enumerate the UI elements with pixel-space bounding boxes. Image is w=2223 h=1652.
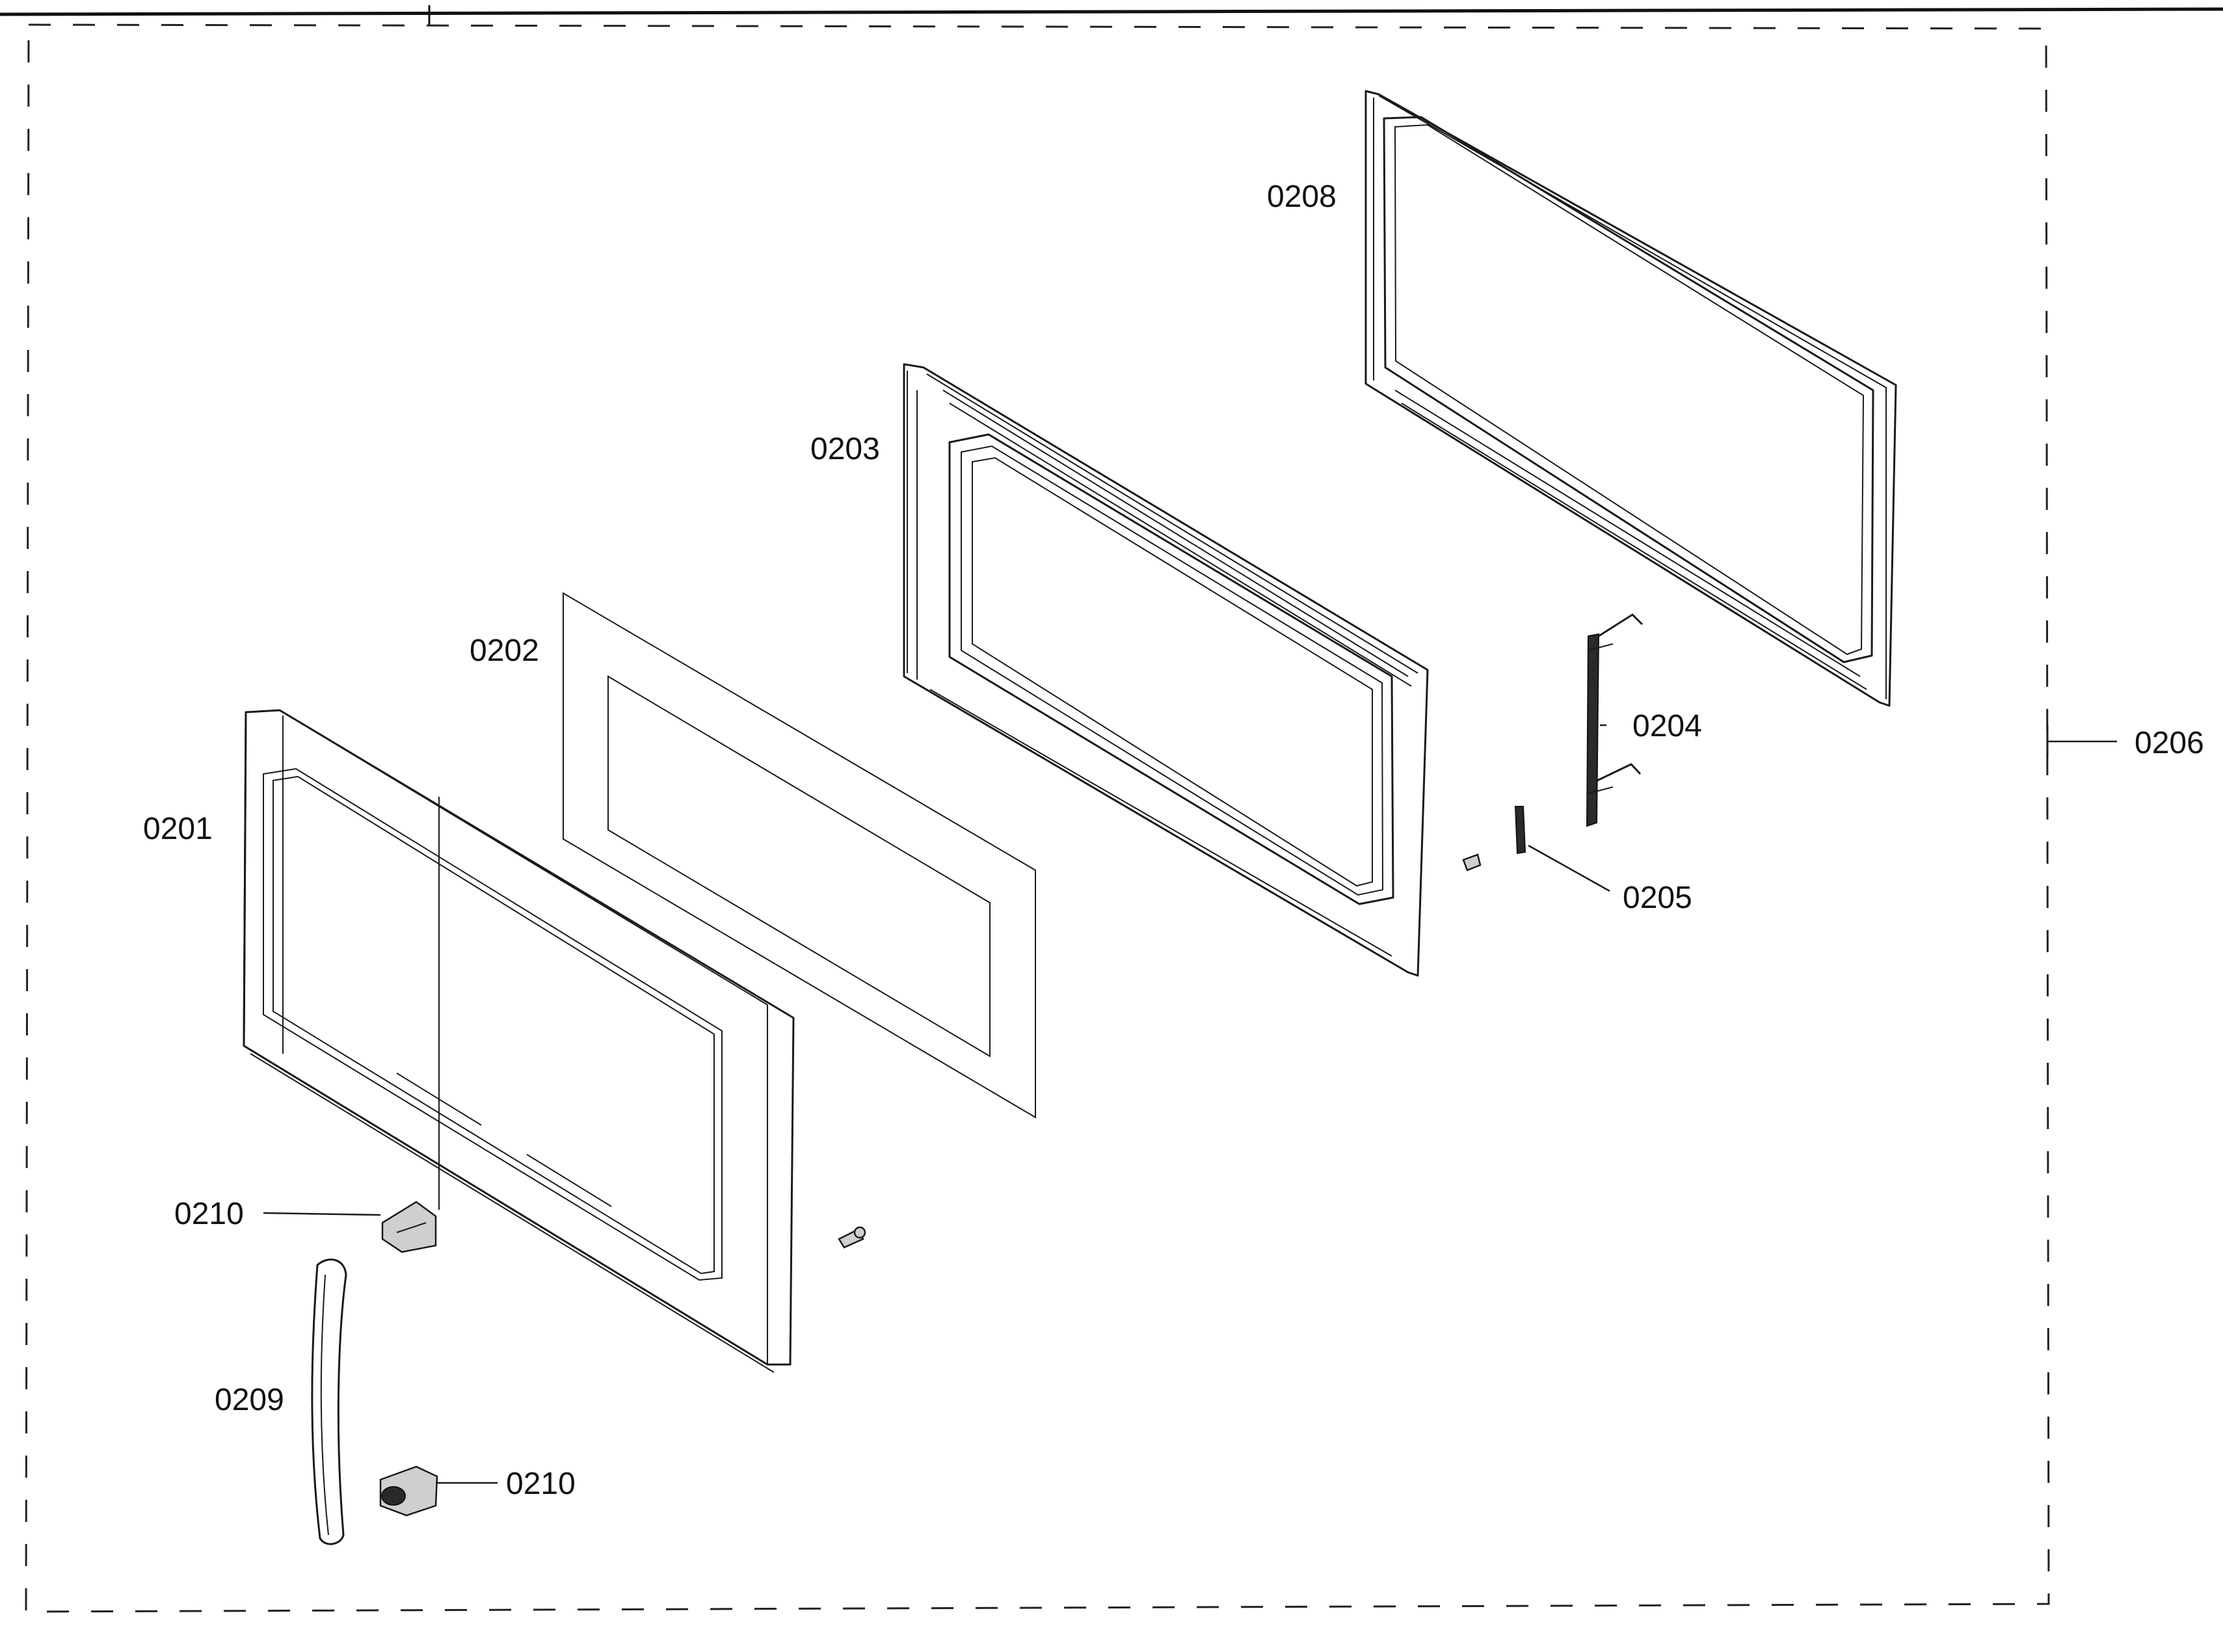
page-top-rule (0, 5, 2223, 26)
label-0204: 0204 (1632, 709, 1702, 743)
label-0206: 0206 (2135, 726, 2204, 760)
part-0208-door-frame (1364, 90, 1897, 707)
label-0209: 0209 (215, 1383, 284, 1417)
part-0209-door-handle (311, 1259, 347, 1545)
label-0210-upper: 0210 (174, 1197, 244, 1231)
part-0204-door-latch (1586, 613, 1644, 827)
part-0210-hinge-cap-lower (379, 1465, 498, 1517)
part-0203-inner-door-panel (903, 363, 1429, 977)
label-0205: 0205 (1623, 881, 1692, 915)
label-0203: 0203 (810, 432, 880, 466)
part-0205-spring (1462, 806, 1610, 892)
label-0208: 0208 (1267, 180, 1337, 214)
screw (838, 1226, 866, 1249)
assembly-boundary-0206 (25, 23, 2117, 1613)
label-0210-lower: 0210 (506, 1467, 576, 1501)
part-0201-outer-door (243, 709, 795, 1373)
part-0210-hinge-cap-upper (263, 1201, 437, 1253)
part-0202-glass-pane (563, 592, 1036, 1119)
label-0202: 0202 (470, 633, 539, 668)
label-0201: 0201 (143, 812, 213, 846)
